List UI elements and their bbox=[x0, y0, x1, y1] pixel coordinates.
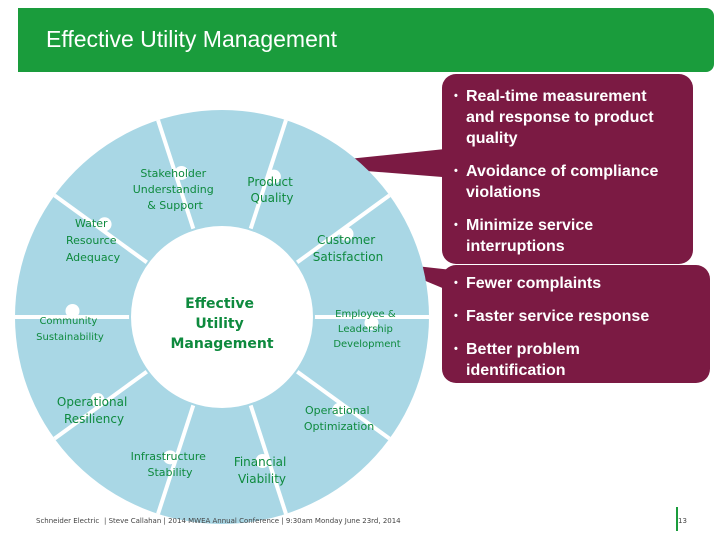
inner-ring bbox=[129, 224, 315, 410]
puzzle-knob bbox=[332, 402, 347, 417]
puzzle-knob bbox=[266, 169, 281, 184]
center-line-1: Effective bbox=[185, 296, 254, 312]
segment-infrastructure-stability: Infrastructure Stability bbox=[131, 450, 210, 479]
callout-bottom-bullet-2: • Faster service response bbox=[454, 308, 650, 325]
callout-connector-top bbox=[290, 148, 455, 178]
center-line-3: Management bbox=[170, 336, 273, 352]
puzzle-knob bbox=[174, 165, 189, 180]
slide-title: Effective Utility Management bbox=[46, 26, 338, 52]
puzzle-knob bbox=[90, 393, 105, 408]
puzzle-knob bbox=[97, 217, 112, 232]
segment-employee-leadership: Employee & Leadership Development bbox=[333, 309, 400, 350]
segment-financial-viability: Financial Viability bbox=[234, 455, 290, 486]
ring bbox=[15, 110, 429, 524]
callout-top-bullet-3: • Minimize service interruptions bbox=[454, 217, 594, 255]
page-number: 13 bbox=[678, 517, 687, 525]
callout-top-bullet-2: • Avoidance of compliance violations bbox=[454, 163, 659, 201]
segment-operational-optimization: Operational Optimization bbox=[304, 404, 374, 433]
callout-bottom-text: • Fewer complaints • Faster service resp… bbox=[454, 273, 704, 381]
footer-info: | Steve Callahan | 2014 MWEA Annual Conf… bbox=[104, 517, 401, 525]
puzzle-knob bbox=[65, 304, 80, 318]
puzzle-knobs bbox=[65, 165, 379, 469]
callout-top-box bbox=[442, 74, 693, 264]
footer-company: Schneider Electric bbox=[36, 517, 100, 525]
segment-operational-resiliency: Operational Resiliency bbox=[57, 395, 131, 426]
callout-top-bullet-1: • Real-time measurement and response to … bbox=[454, 88, 654, 147]
inner-circle bbox=[130, 225, 314, 409]
callout-bottom-bullet-3: • Better problem identification bbox=[454, 341, 580, 379]
callout-top-text: • Real-time measurement and response to … bbox=[454, 86, 690, 257]
page-number-marker bbox=[676, 507, 678, 531]
segment-product-quality: Product Quality bbox=[247, 175, 296, 205]
segment-customer-satisfaction: Customer Satisfaction bbox=[313, 233, 383, 264]
callout-bottom-bullet-1: • Fewer complaints bbox=[454, 275, 602, 292]
segment-stakeholder-understanding: Stakeholder Understanding & Support bbox=[133, 167, 218, 212]
puzzle-knob bbox=[339, 226, 354, 241]
callout-bottom-box bbox=[442, 265, 710, 383]
title-bar: Effective Utility Management bbox=[18, 8, 714, 72]
puzzle-knob bbox=[255, 454, 270, 469]
center-line-2: Utility bbox=[195, 316, 243, 332]
puzzle-knob bbox=[163, 450, 178, 465]
segment-water-resource-adequacy: Water Resource Adequacy bbox=[66, 217, 121, 264]
center-label: Effective Utility Management bbox=[170, 296, 273, 352]
segment-community-sustainability: Community Sustainability bbox=[36, 316, 104, 343]
puzzle-knob bbox=[364, 316, 379, 330]
